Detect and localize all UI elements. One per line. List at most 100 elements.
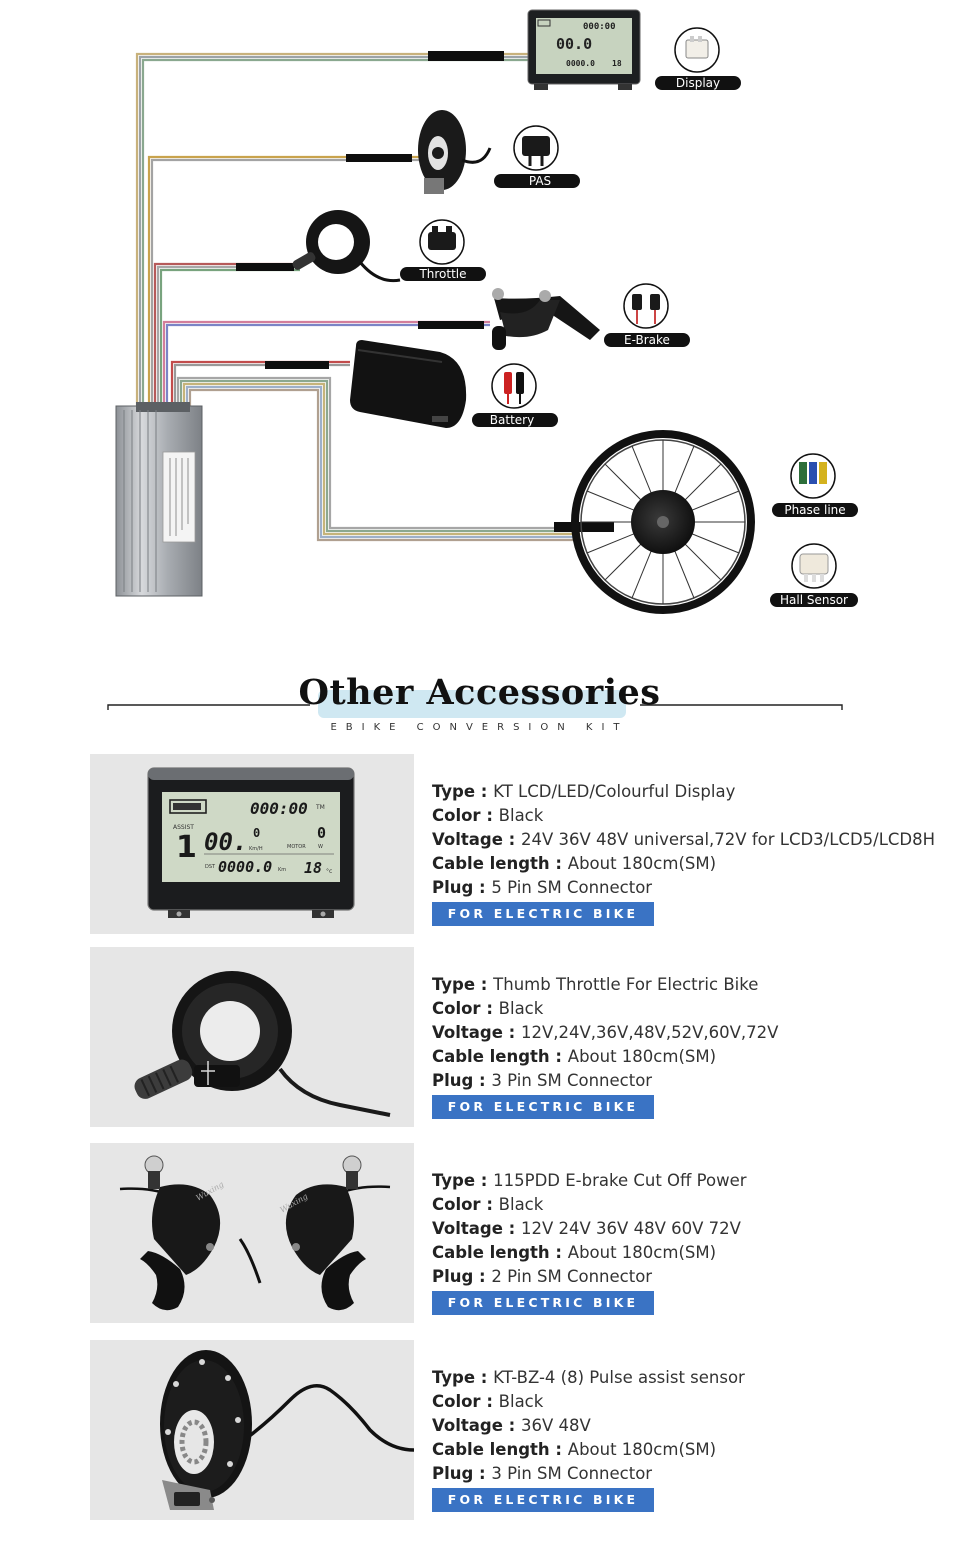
cable-sleeve [346,154,412,162]
spec-list: Type : Thumb Throttle For Electric Bike … [432,973,952,1093]
spec-plug: Plug : 2 Pin SM Connector [432,1267,653,1286]
product-photo-ebrake: Wuxing Wuxing [90,1143,414,1323]
product-card-ebrake: Wuxing Wuxing Type : 115PDD E-brake Cut … [90,1143,959,1323]
spec-cable-length: Cable length : About 180cm(SM) [432,1440,717,1459]
spec-voltage: Voltage : 36V 48V [432,1416,591,1435]
throttle-device [292,210,401,283]
cable-pas [147,155,420,410]
header-rule [107,690,843,718]
cable-sleeve [265,361,329,369]
spec-list: Type : KT LCD/LED/Colourful Display Colo… [432,780,952,900]
ebrake-device [492,288,600,350]
svg-text:DST: DST [205,864,216,870]
pas-sensor-icon [160,1350,415,1510]
cable-sleeve [554,522,614,532]
section-header: Other Accessories EBIKE CONVERSION KIT [0,660,959,750]
spec-list: Type : 115PDD E-brake Cut Off Power Colo… [432,1169,952,1289]
svg-text:TM: TM [315,804,325,811]
spec-voltage: Voltage : 12V 24V 36V 48V 60V 72V [432,1219,741,1238]
svg-text:Display: Display [676,76,720,90]
svg-text:Km: Km [278,867,286,873]
spec-voltage: Voltage : 24V 36V 48V universal,72V for … [432,830,936,849]
svg-text:00.: 00. [204,828,247,856]
spec-type: Type : Thumb Throttle For Electric Bike [432,975,759,994]
spec-cable-length: Cable length : About 180cm(SM) [432,854,717,873]
connector-hall-sensor [791,543,837,589]
svg-text:ASSIST: ASSIST [173,824,194,831]
spec-plug: Plug : 3 Pin SM Connector [432,1071,653,1090]
lcd-display-icon: 000:00 TM ASSIST 1 00. 0 Km/H 0 MOTOR W … [147,767,355,918]
diagram-lcd-temp: 18 [612,59,622,68]
product-card-throttle: Type : Thumb Throttle For Electric Bike … [90,947,959,1127]
spec-type: Type : KT LCD/LED/Colourful Display [432,782,736,801]
product-photo-pas-sensor [90,1340,415,1520]
label-ebrake: E-Brake [604,333,690,347]
svg-text:Km/H: Km/H [249,846,263,852]
svg-text:0: 0 [253,826,260,840]
product-photo-display: 000:00 TM ASSIST 1 00. 0 Km/H 0 MOTOR W … [90,754,414,934]
spec-color: Color : Black [432,1392,544,1411]
connector-pas [513,125,559,171]
cable-display [135,52,540,410]
diagram-lcd-speed: 00.0 [556,35,592,53]
product-photo-throttle [90,947,414,1127]
for-electric-bike-badge: FOR ELECTRIC BIKE [432,1488,654,1512]
pas-sensor-device [418,110,492,194]
connector-display [674,27,720,73]
spec-plug: Plug : 3 Pin SM Connector [432,1464,653,1483]
section-title: Other Accessories [298,672,661,713]
spec-type: Type : 115PDD E-brake Cut Off Power [432,1171,747,1190]
lcd-display-device: 000:00 00.0 0000.0 18 [527,9,641,90]
svg-text:Phase line: Phase line [784,503,845,517]
ebrake-lever-icon: Wuxing Wuxing [119,1155,391,1311]
svg-text:MOTOR: MOTOR [287,844,306,850]
product-card-display: 000:00 TM ASSIST 1 00. 0 Km/H 0 MOTOR W … [90,754,959,934]
svg-text:1: 1 [176,830,197,865]
svg-text:PAS: PAS [529,174,551,188]
battery-device [350,340,467,428]
svg-text:0: 0 [317,824,326,842]
for-electric-bike-badge: FOR ELECTRIC BIKE [432,902,654,926]
diagram-lcd-clock: 000:00 [583,22,616,32]
svg-text:°c: °c [326,868,332,875]
svg-text:Battery: Battery [490,413,534,427]
spec-plug: Plug : 5 Pin SM Connector [432,878,653,897]
connector-throttle [419,219,465,265]
label-display: Display [655,76,741,90]
label-battery: Battery [472,413,558,427]
connector-phase-line [790,453,836,499]
spec-color: Color : Black [432,1195,544,1214]
thumb-throttle-icon [134,971,391,1117]
connector-ebrake [623,283,669,329]
label-throttle: Throttle [400,267,486,281]
spec-cable-length: Cable length : About 180cm(SM) [432,1047,717,1066]
spec-voltage: Voltage : 12V,24V,36V,48V,52V,60V,72V [432,1023,779,1042]
label-phase-line: Phase line [772,503,858,517]
cable-motor [176,376,580,542]
diagram-lcd-distance: 0000.0 [566,59,595,68]
hub-motor-wheel [571,430,755,614]
cable-sleeve [236,263,294,271]
cable-sleeve [418,321,484,329]
spec-color: Color : Black [432,806,544,825]
wiring-diagram: 000:00 00.0 0000.0 18 [115,9,858,614]
connector-battery [491,363,537,409]
label-pas: PAS [494,174,580,188]
spec-list: Type : KT-BZ-4 (8) Pulse assist sensor C… [432,1366,952,1486]
label-hall-sensor: Hall Sensor [770,593,858,607]
for-electric-bike-badge: FOR ELECTRIC BIKE [432,1095,654,1119]
svg-text:18: 18 [304,859,322,877]
svg-text:Hall Sensor: Hall Sensor [780,593,848,607]
spec-cable-length: Cable length : About 180cm(SM) [432,1243,717,1262]
svg-text:W: W [318,844,323,850]
svg-text:000:00: 000:00 [250,799,308,818]
svg-text:E-Brake: E-Brake [624,333,670,347]
product-card-pas-sensor: Type : KT-BZ-4 (8) Pulse assist sensor C… [90,1340,959,1520]
svg-text:0000.0: 0000.0 [218,858,272,876]
spec-color: Color : Black [432,999,544,1018]
controller-unit [115,402,203,597]
cable-sleeve [428,51,504,61]
section-subtitle: EBIKE CONVERSION KIT [330,722,629,733]
spec-type: Type : KT-BZ-4 (8) Pulse assist sensor [432,1368,745,1387]
svg-text:Throttle: Throttle [418,267,466,281]
